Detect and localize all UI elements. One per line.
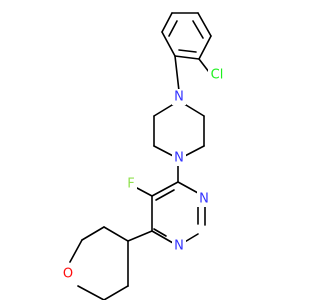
atom-n-piperazine-top-label: N — [174, 90, 184, 105]
bond — [198, 58, 210, 73]
bond — [174, 55, 180, 92]
bond — [178, 49, 197, 53]
bond — [198, 35, 212, 60]
bond — [69, 239, 83, 263]
atom-cl-label: Cl — [211, 68, 224, 83]
atom-n-pyrimidine-right-label: N — [199, 192, 209, 207]
bond — [177, 181, 199, 194]
bond-layer — [69, 12, 212, 300]
atom-n-pyrimidine-bottom-label: N — [174, 239, 184, 254]
atom-n-piperazine-top: N — [172, 89, 186, 105]
atom-n-pyrimidine-right: N — [197, 191, 211, 207]
atom-f-label: F — [127, 177, 134, 192]
molecule-structure: Cl N N F N N O — [60, 12, 226, 300]
bond — [127, 230, 153, 242]
bond — [77, 285, 105, 300]
bond — [103, 285, 129, 300]
atom-f: F — [125, 176, 137, 192]
atom-n-pyrimidine-bottom: N — [172, 238, 186, 254]
atom-o-oxane-label: O — [63, 267, 73, 282]
atom-cl: Cl — [208, 66, 226, 83]
bond — [168, 20, 178, 37]
atom-o-oxane: O — [60, 266, 76, 282]
bond — [151, 181, 179, 197]
atom-n-piperazine-bottom-label: N — [174, 151, 184, 166]
bond — [136, 187, 153, 197]
bond — [153, 228, 167, 237]
bond — [161, 31, 176, 57]
atom-n-piperazine-bottom: N — [172, 150, 186, 166]
bond — [161, 12, 173, 33]
bond — [192, 20, 204, 39]
bond — [197, 12, 212, 37]
bond — [151, 230, 174, 244]
bond — [155, 189, 175, 201]
bond — [103, 226, 129, 242]
bond — [81, 226, 105, 241]
bond — [174, 55, 200, 60]
